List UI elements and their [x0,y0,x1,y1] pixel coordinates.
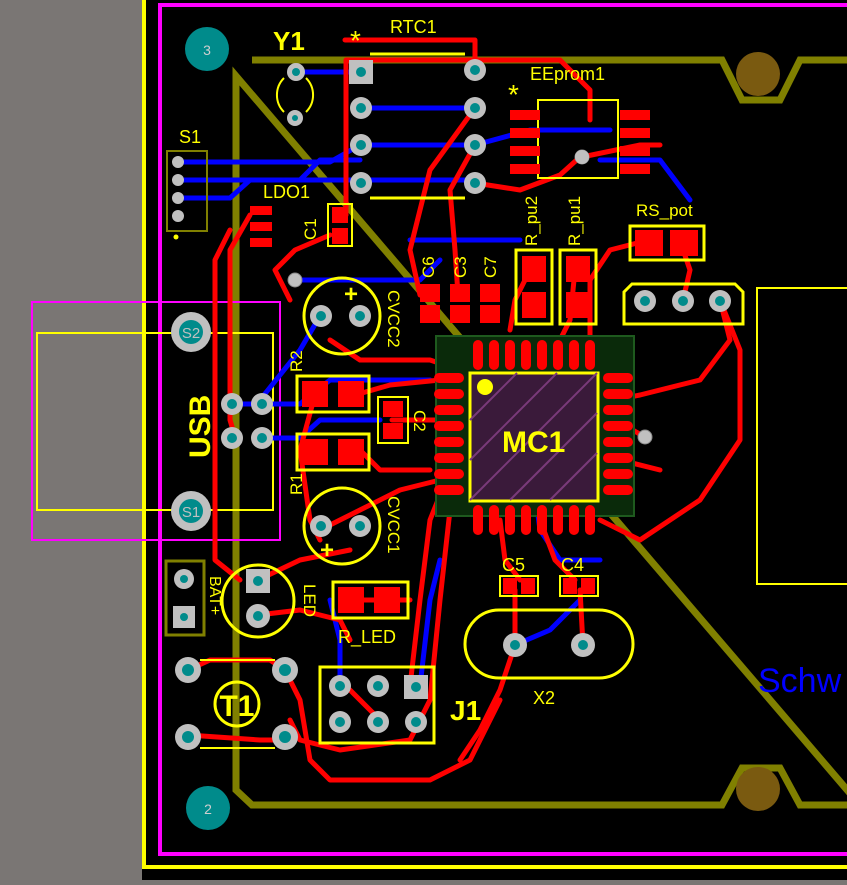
component-r-led[interactable]: R_LED [331,580,410,648]
component-eeprom1[interactable]: EEprom1 * [508,64,650,179]
keepout-outline [158,3,847,856]
component-c4[interactable]: C4 [559,555,599,597]
component-rtc1[interactable]: RTC1 * [349,17,486,200]
component-c1[interactable]: C1 [301,203,353,247]
component-t1[interactable]: T1 [175,657,298,750]
component-j1[interactable]: J1 [318,665,481,745]
board-text-schw: Schw [758,662,842,700]
designator-j1: J1 [450,695,481,726]
pin1-marker: * [350,25,361,56]
polarity-marker: + [344,281,358,308]
designator-c6: C6 [419,256,438,278]
mount-hole-label: 3 [203,42,211,58]
designator-cvcc1: CVCC1 [384,496,403,554]
component-led[interactable]: LED [220,563,319,639]
component-r1[interactable]: R1 [287,432,371,495]
designator-c3: C3 [451,256,470,278]
designator-ldo1: LDO1 [263,182,310,202]
component-usb[interactable]: USB S2 S1 [171,312,273,531]
component-y1[interactable]: Y1 [273,26,315,126]
designator-eeprom1: EEprom1 [530,64,605,84]
mechanical-outline [232,56,847,809]
usb-connector-outline [31,301,281,541]
component-cvcc2[interactable]: + CVCC2 [302,276,403,356]
designator-c7: C7 [481,256,500,278]
designator-c1: C1 [301,218,320,240]
designator-rs-pot: RS_pot [636,201,693,220]
designator-r2: R2 [287,350,306,372]
designator-rtc1: RTC1 [390,17,437,37]
designator-x2: X2 [533,688,555,708]
designator-c4: C4 [561,555,584,575]
component-battery[interactable]: BAT+ [164,559,223,637]
designator-r-pu2: R_pu2 [522,196,541,246]
mount-hole-2: 2 [186,786,230,830]
component-c6-c3-c7[interactable]: C6 C3 C7 [419,256,500,323]
designator-led: LED [300,584,319,617]
designator-r1: R1 [287,473,306,495]
pin1-marker: * [508,79,519,110]
mount-hole-top-right [736,52,780,96]
component-r2[interactable]: R2 [287,350,371,414]
designator-usb: USB [184,395,217,458]
designator-r-led: R_LED [338,627,396,648]
component-s1[interactable]: S1 [166,127,208,240]
designator-bat: BAT+ [206,576,223,615]
component-cvcc1[interactable]: + CVCC1 [302,486,403,566]
designator-mc1: MC1 [502,426,565,459]
designator-y1: Y1 [273,26,305,56]
designator-r-pu1: R_pu1 [565,196,584,246]
component-mc1[interactable]: MC1 [434,335,635,535]
component-x2[interactable]: X2 [463,608,635,708]
component-r-pu1[interactable]: R_pu1 [558,196,598,326]
mount-hole-3: 3 [185,27,229,71]
mount-hole-label: 2 [204,801,212,817]
display-outline [756,287,847,585]
usb-connector-silk [36,332,274,511]
designator-c5: C5 [502,555,525,575]
board-edge-outline [142,0,847,869]
component-c2[interactable]: C2 [377,396,429,444]
designator-c2: C2 [410,410,429,432]
designator-t1: T1 [219,690,254,723]
component-rs-pot[interactable]: RS_pot [622,201,745,326]
designator-s1: S1 [179,127,201,147]
usb-shield-pad-label: S1 [182,504,200,521]
component-c5[interactable]: C5 [499,555,539,597]
component-r-pu2[interactable]: R_pu2 [514,196,554,326]
mount-hole-bottom-right [736,767,780,811]
usb-shield-pad-label: S2 [182,325,200,342]
polarity-marker: + [320,537,334,564]
component-ldo1[interactable]: LDO1 [250,182,310,247]
designator-cvcc2: CVCC2 [384,290,403,348]
